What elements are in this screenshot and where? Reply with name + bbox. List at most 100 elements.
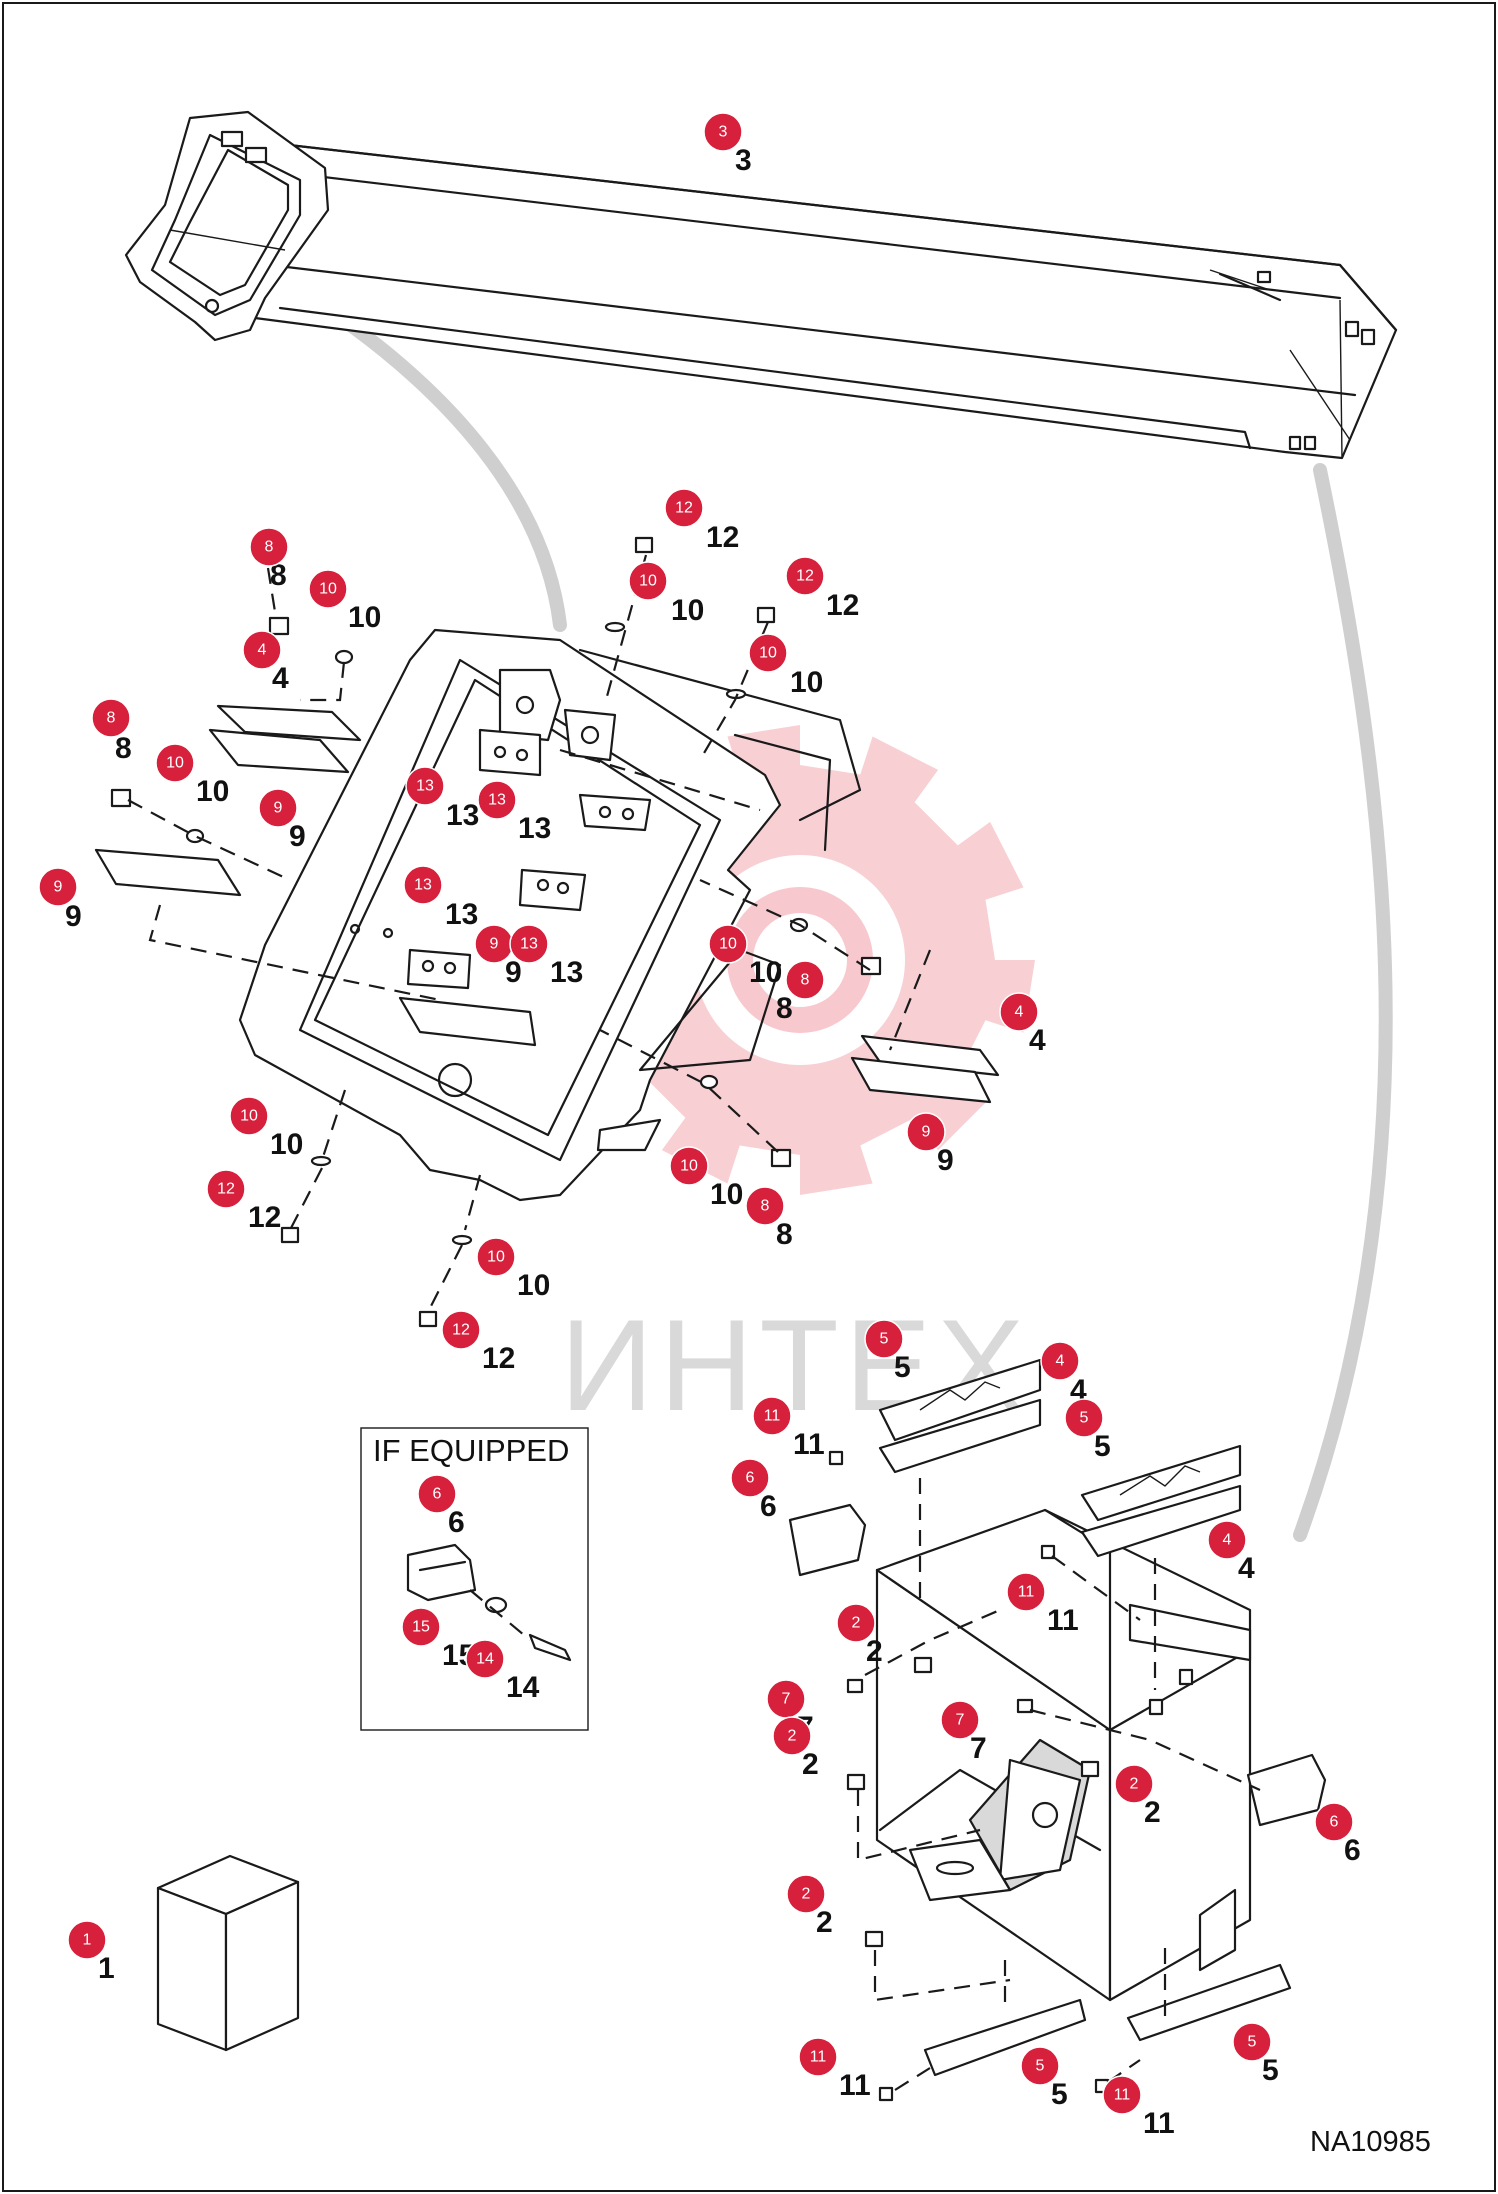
callout-label: 6 [448, 1506, 465, 1539]
callout-badge [906, 1112, 946, 1152]
callout-badge-number: 13 [520, 936, 538, 953]
callout-badge-number: 10 [319, 581, 337, 598]
callout-label: 6 [1344, 1834, 1361, 1867]
callout-label: 5 [1051, 2078, 1068, 2111]
callout-13: 13 13 [509, 924, 583, 989]
callout-label: 4 [1029, 1024, 1046, 1057]
callout-2: 22 [786, 1874, 833, 1939]
callout-6: 66 [1314, 1802, 1361, 1867]
callout-badge-number: 9 [274, 800, 283, 817]
callout-badge-number: 13 [488, 792, 506, 809]
callout-badge [405, 766, 445, 806]
fasteners-head [110, 536, 882, 1328]
callout-badge [308, 569, 348, 609]
callout-badge-number: 4 [1223, 1532, 1232, 1549]
callout-9: 99 [906, 1112, 954, 1177]
callout-badge [999, 992, 1039, 1032]
callout-2: 22 [772, 1716, 819, 1781]
callout-label: 10 [790, 666, 823, 699]
kit-box-icon [156, 1854, 300, 2052]
callout-label: 10 [517, 1269, 550, 1302]
callout-8: 88 [249, 527, 289, 592]
callout-badge [229, 1096, 269, 1136]
callout-badge-number: 10 [240, 1108, 258, 1125]
callout-badge [798, 2037, 838, 2077]
callout-badge-number: 8 [801, 972, 810, 989]
callout-badge-number: 6 [746, 1470, 755, 1487]
callout-badge-number: 10 [639, 573, 657, 590]
callout-label: 13 [550, 956, 583, 989]
callout-label: 10 [270, 1128, 303, 1161]
callout-badge-number: 14 [476, 1651, 494, 1668]
callout-label: 10 [710, 1178, 743, 1211]
callout-badge-number: 7 [782, 1691, 791, 1708]
boom-head-bracket [238, 628, 862, 1202]
callout-badge-number: 6 [433, 1486, 442, 1503]
callout-9: 99 [258, 788, 306, 853]
callout-badge-number: 4 [258, 642, 267, 659]
callout-badge [1020, 2046, 1060, 2086]
callout-5: 55 [1232, 2022, 1279, 2087]
callout-label: 11 [839, 2069, 871, 2102]
callout-label: 2 [866, 1635, 883, 1668]
callout-badge [669, 1146, 709, 1186]
callout-badge-number: 8 [265, 539, 274, 556]
callout-badge-number: 11 [810, 2049, 827, 2066]
callout-badge [628, 561, 668, 601]
callout-label: 7 [970, 1732, 987, 1765]
callout-7: 77 [940, 1700, 987, 1765]
callout-5: 55 [1064, 1398, 1111, 1463]
callout-badge-number: 12 [675, 500, 693, 517]
callout-badge [242, 630, 282, 670]
callout-badge-number: 2 [788, 1728, 797, 1745]
callout-label: 9 [65, 900, 82, 933]
callout-badge-number: 4 [1015, 1004, 1024, 1021]
callout-badge [1064, 1398, 1104, 1438]
callout-badge-number: 5 [1036, 2058, 1045, 2075]
callout-badge [403, 865, 443, 905]
callout-badge [1006, 1572, 1046, 1612]
callout-badge-number: 7 [956, 1712, 965, 1729]
callout-badge [401, 1607, 441, 1647]
callout-badge [476, 1237, 516, 1277]
callout-6: 66 [417, 1474, 465, 1539]
callout-label: 2 [1144, 1796, 1161, 1829]
callout-badge-number: 9 [922, 1124, 931, 1141]
callout-label: 4 [1238, 1552, 1255, 1585]
callout-badge [786, 1874, 826, 1914]
callout-9: 99 [474, 924, 522, 989]
callout-badge [38, 867, 78, 907]
callout-layer: 3312121212881010101010104488101013131313… [38, 112, 1361, 2140]
callout-badge [249, 527, 289, 567]
callout-badge [703, 112, 743, 152]
callout-badge [748, 633, 788, 673]
callout-badge-number: 10 [487, 1249, 505, 1266]
callout-badge [785, 556, 825, 596]
callout-badge [745, 1186, 785, 1226]
callout-9: 99 [38, 867, 82, 933]
callout-badge [664, 488, 704, 528]
callout-badge-number: 4 [1056, 1353, 1065, 1370]
callout-label: 5 [894, 1351, 911, 1384]
callout-badge-number: 8 [761, 1198, 770, 1215]
callout-label: 12 [706, 521, 739, 554]
callout-12: 12 12 [664, 488, 739, 554]
lower-mount-assembly [788, 1358, 1327, 2102]
callout-10: 10 10 [229, 1096, 303, 1161]
callout-label: 11 [793, 1428, 825, 1461]
callout-badge [1040, 1341, 1080, 1381]
callout-4: 44 [999, 992, 1046, 1057]
callout-badge [1314, 1802, 1354, 1842]
callout-label: 4 [272, 662, 289, 695]
callout-label: 8 [776, 992, 793, 1025]
callout-badge [864, 1319, 904, 1359]
